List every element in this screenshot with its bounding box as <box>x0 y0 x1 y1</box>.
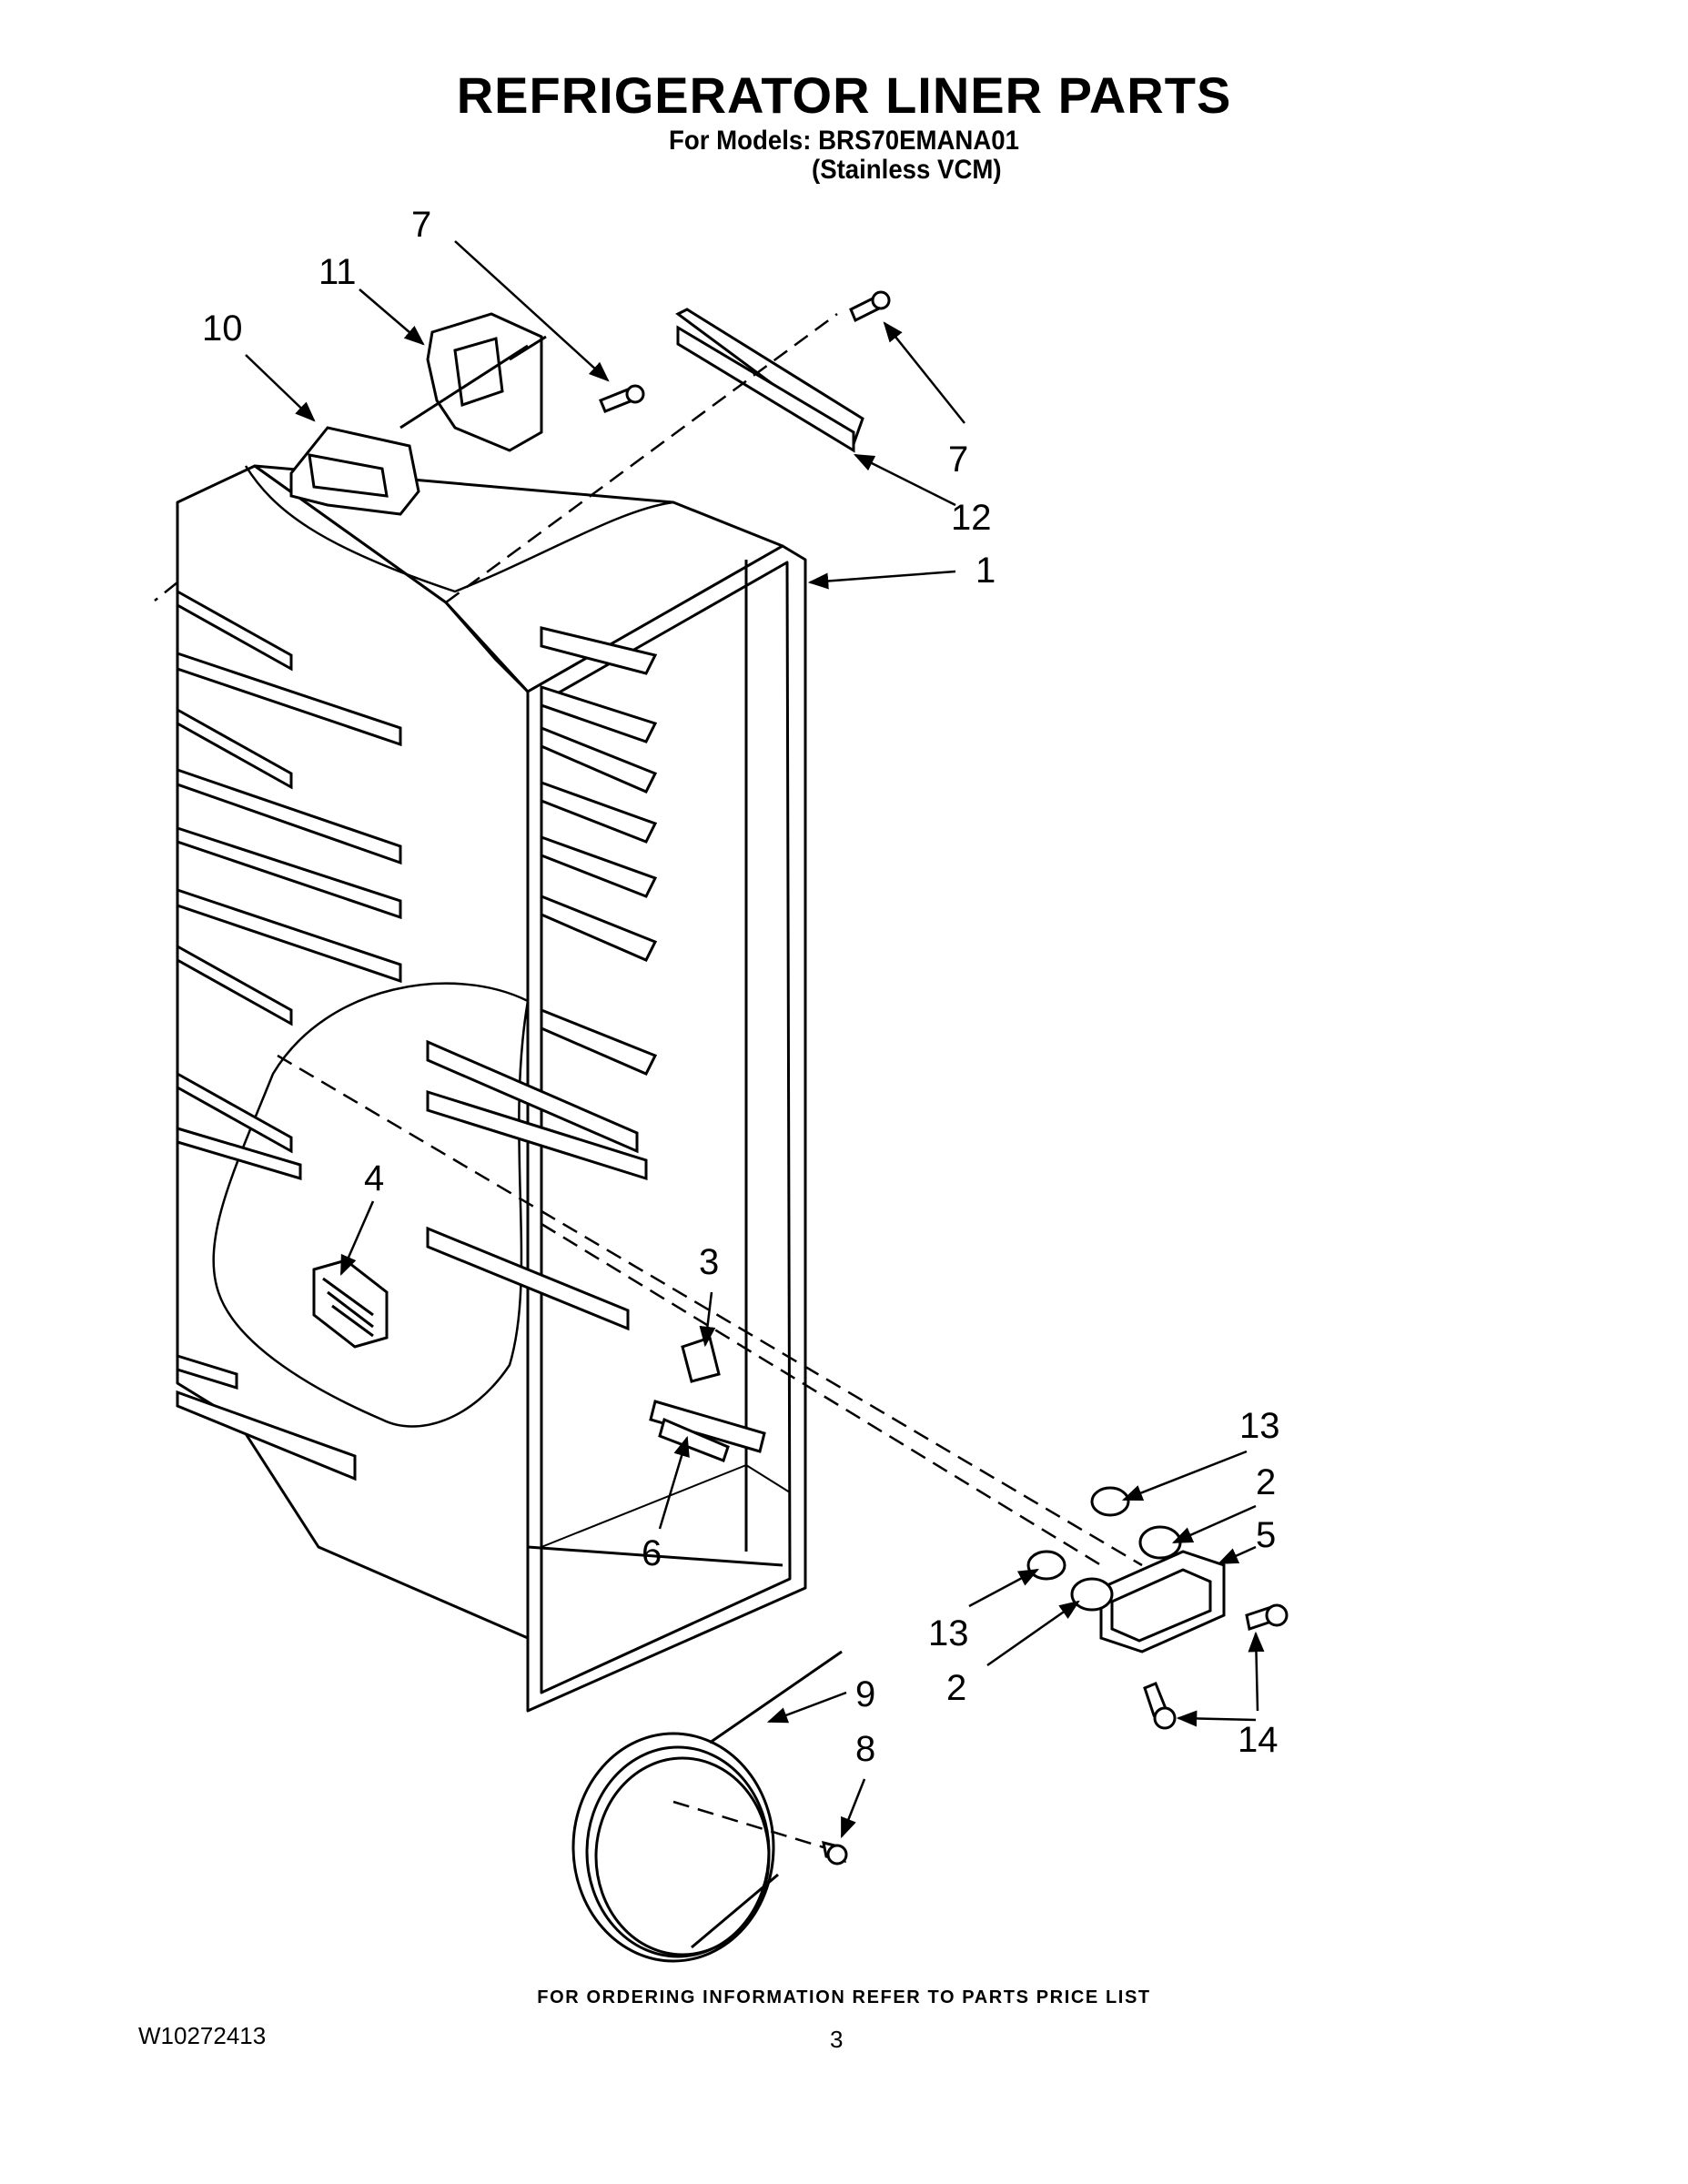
liner-top-cutaway <box>244 465 674 593</box>
liner-front-frame-inner <box>540 561 792 1694</box>
liner-front-frame <box>526 544 807 1713</box>
part-9-wire-coil <box>571 1650 843 1963</box>
shelf-rails-right <box>426 626 658 1331</box>
callout-11: 11 <box>318 252 357 292</box>
callout-5: 5 <box>1256 1515 1276 1555</box>
shelf-rails-left <box>176 589 402 1481</box>
part-5-light-housing <box>1099 1550 1226 1653</box>
liner-bottom-edge <box>527 1545 783 1567</box>
callout-arrows <box>245 240 1265 1839</box>
callout-2-right: 2 <box>1256 1462 1276 1502</box>
part-10-control <box>289 426 420 516</box>
callout-2-left: 2 <box>946 1668 966 1708</box>
dashed-leaders <box>154 312 1143 1849</box>
callout-4: 4 <box>364 1158 384 1198</box>
part-12-rail <box>675 308 864 453</box>
callout-7-top: 7 <box>411 205 431 245</box>
callout-9: 9 <box>855 1674 875 1714</box>
callout-13-left: 13 <box>928 1613 969 1653</box>
callout-labels: 7 11 10 7 12 1 4 3 13 2 5 6 13 2 14 9 8 <box>202 205 1280 1769</box>
callout-8: 8 <box>855 1729 875 1769</box>
callout-3: 3 <box>699 1242 719 1282</box>
callout-14: 14 <box>1238 1720 1279 1760</box>
models-line: For Models: BRS70EMANA01 <box>669 126 1019 156</box>
model-variant: (Stainless VCM) <box>812 155 1002 185</box>
callout-6: 6 <box>642 1533 662 1573</box>
parts-3-6-brackets <box>649 1336 766 1462</box>
liner-cabinet <box>176 464 807 1713</box>
part-11-bracket <box>399 312 547 452</box>
page-number: 3 <box>830 2026 844 2053</box>
bulbs-sockets <box>1026 1486 1182 1612</box>
callout-1: 1 <box>975 551 996 591</box>
screws <box>599 290 1289 1866</box>
ordering-note: FOR ORDERING INFORMATION REFER TO PARTS … <box>537 1987 1151 2007</box>
callout-12: 12 <box>951 498 992 538</box>
page-title: REFRIGERATOR LINER PARTS <box>456 66 1232 124</box>
callout-10: 10 <box>202 308 243 349</box>
liner-floor <box>541 1464 791 1548</box>
callout-7-right: 7 <box>948 440 968 480</box>
callout-13-right: 13 <box>1239 1406 1280 1446</box>
document-number: W10272413 <box>138 2022 267 2049</box>
